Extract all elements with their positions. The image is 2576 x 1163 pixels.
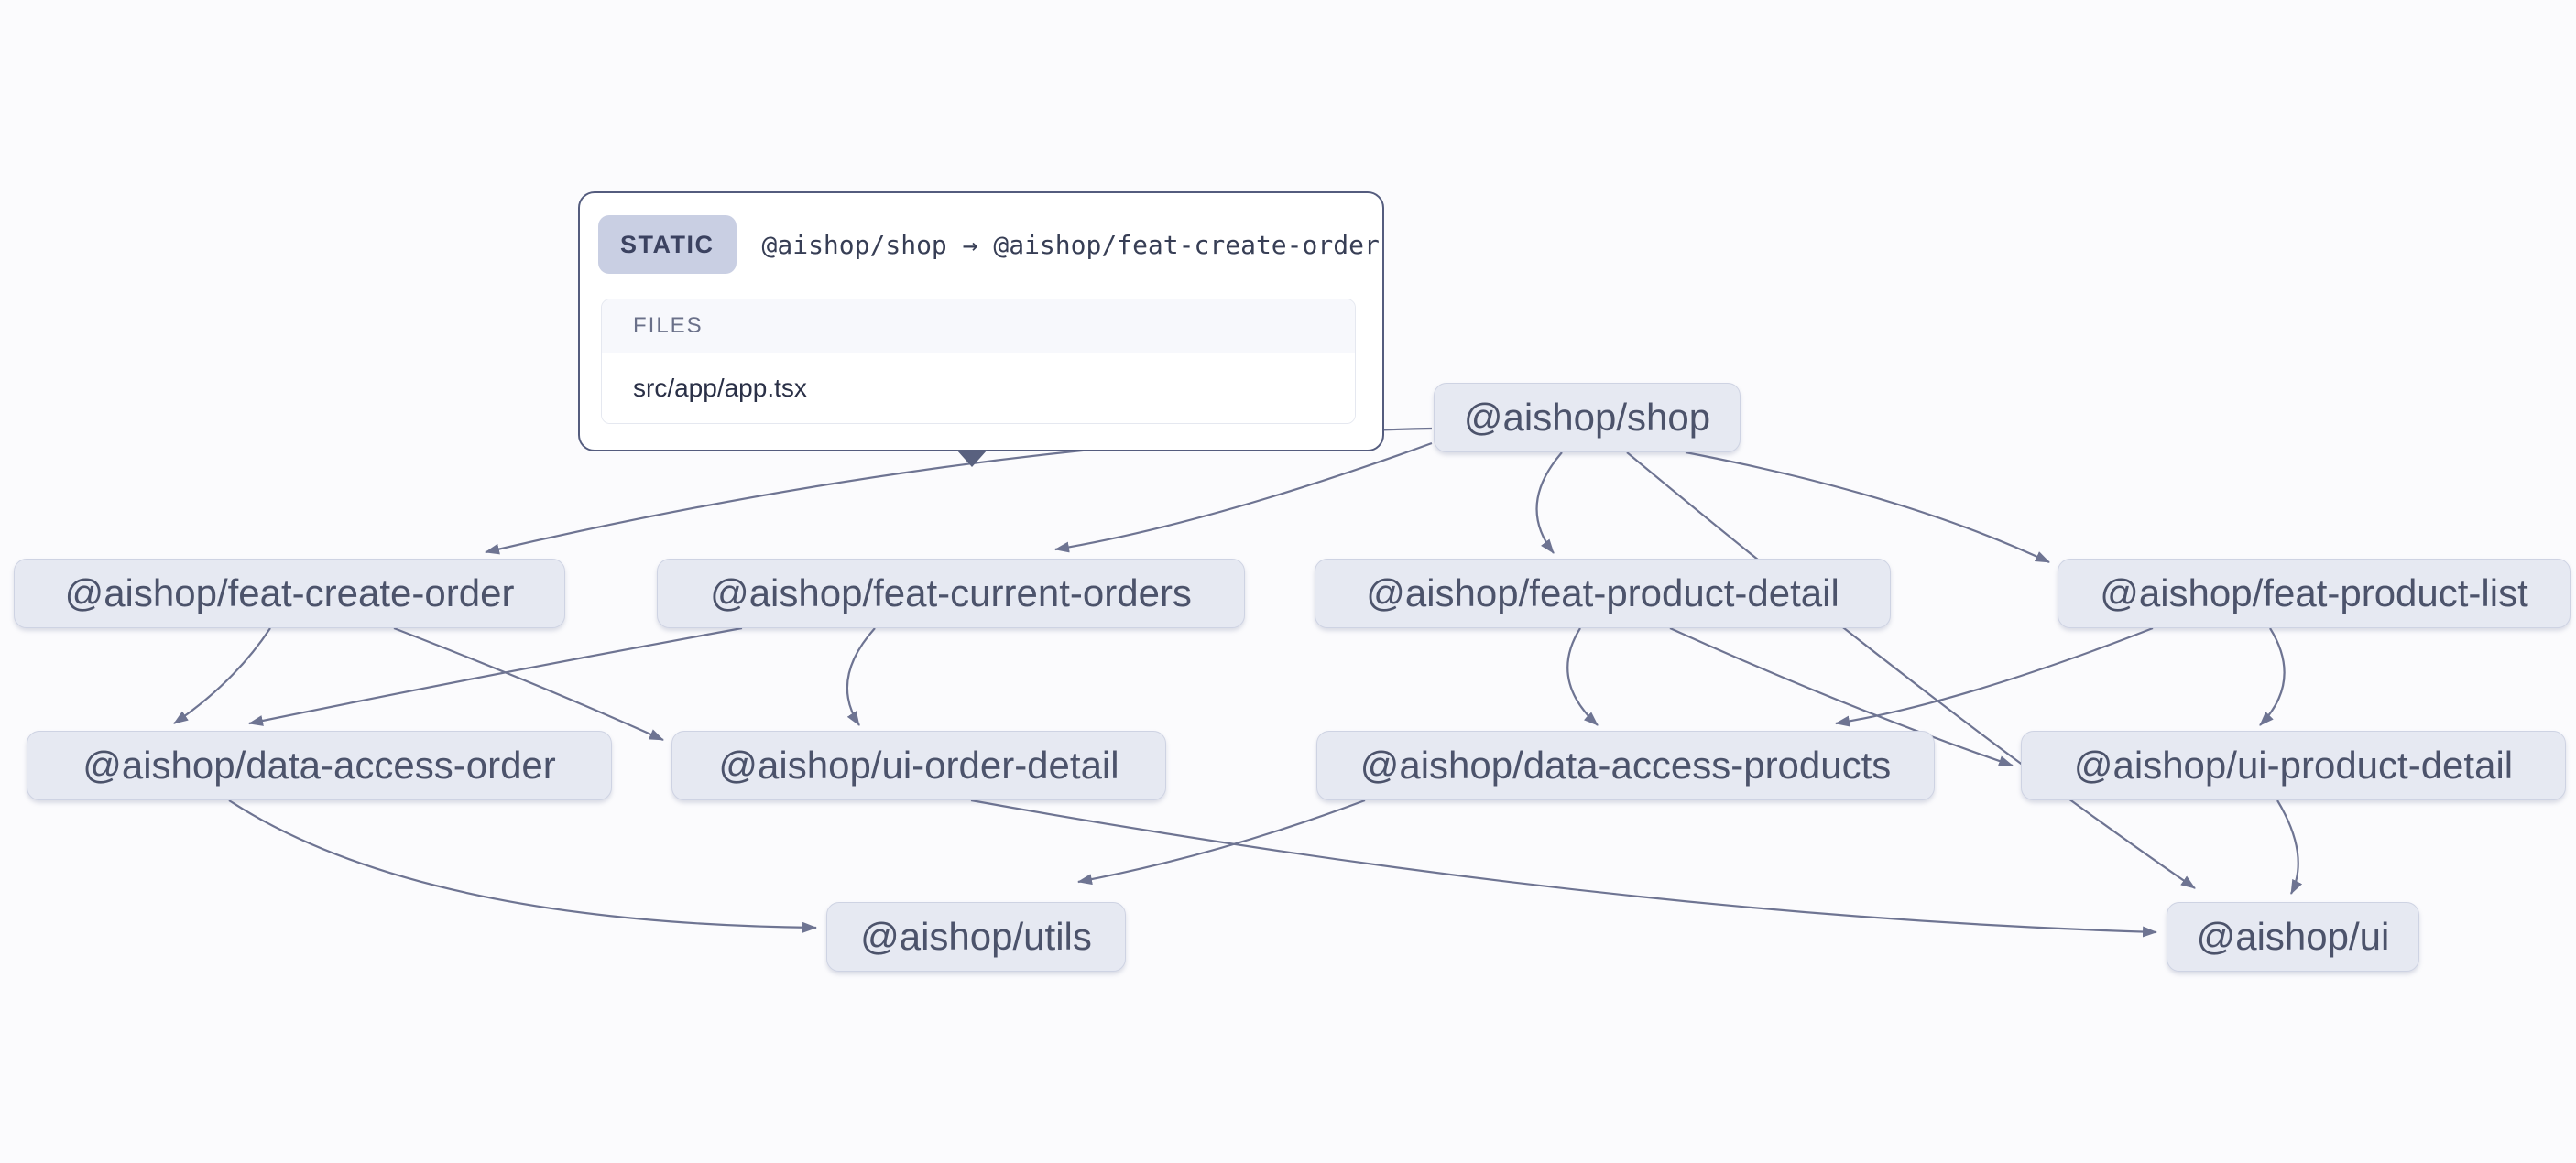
edge-type-badge: STATIC	[598, 215, 737, 274]
edge-feat-product-detail-data-access-products[interactable]	[1566, 627, 1599, 726]
edge-feat-current-orders-ui-order-detail[interactable]	[846, 627, 876, 726]
edge-label: @aishop/shop → @aishop/feat-create-order	[761, 229, 1380, 260]
edge-tooltip: STATIC @aishop/shop → @aishop/feat-creat…	[578, 191, 1384, 451]
edge-shop-ui[interactable]	[1626, 451, 2196, 889]
graph-node-feat-current-orders[interactable]: @aishop/feat-current-orders	[657, 559, 1245, 628]
tooltip-header: STATIC @aishop/shop → @aishop/feat-creat…	[580, 193, 1382, 274]
files-list: src/app/app.tsx	[602, 353, 1355, 423]
edge-shop-feat-product-detail[interactable]	[1535, 451, 1563, 554]
graph-node-feat-create-order[interactable]: @aishop/feat-create-order	[14, 559, 565, 628]
edge-shop-feat-current-orders[interactable]	[1054, 441, 1433, 553]
edge-data-access-products-utils[interactable]	[1077, 799, 1366, 886]
edge-feat-product-list-data-access-products[interactable]	[1835, 626, 2154, 727]
graph-node-ui-order-detail[interactable]: @aishop/ui-order-detail	[671, 731, 1166, 800]
graph-node-data-access-products[interactable]: @aishop/data-access-products	[1316, 731, 1935, 800]
edge-ui-product-detail-ui[interactable]	[2276, 799, 2303, 895]
edge-ui-order-detail-ui[interactable]	[970, 799, 2157, 938]
graph-node-feat-product-detail[interactable]: @aishop/feat-product-detail	[1315, 559, 1891, 628]
graph-node-ui[interactable]: @aishop/ui	[2167, 902, 2419, 972]
edge-feat-create-order-data-access-order[interactable]	[173, 627, 271, 724]
files-header: FILES	[602, 299, 1355, 353]
edge-feat-product-list-ui-product-detail[interactable]	[2259, 627, 2286, 726]
tooltip-caret	[956, 450, 988, 467]
edge-feat-create-order-ui-order-detail[interactable]	[393, 626, 664, 742]
files-panel: FILES src/app/app.tsx	[601, 299, 1356, 424]
edge-feat-product-detail-ui-product-detail[interactable]	[1669, 626, 2014, 767]
graph-node-feat-product-list[interactable]: @aishop/feat-product-list	[2058, 559, 2571, 628]
graph-node-ui-product-detail[interactable]: @aishop/ui-product-detail	[2021, 731, 2566, 800]
edge-data-access-order-utils[interactable]	[228, 799, 817, 933]
edge-feat-current-orders-data-access-order[interactable]	[248, 626, 743, 726]
graph-node-data-access-order[interactable]: @aishop/data-access-order	[27, 731, 612, 800]
graph-node-shop[interactable]: @aishop/shop	[1434, 383, 1741, 452]
graph-node-utils[interactable]: @aishop/utils	[826, 902, 1126, 972]
edge-shop-feat-product-list[interactable]	[1685, 451, 2050, 563]
file-item: src/app/app.tsx	[633, 374, 807, 402]
